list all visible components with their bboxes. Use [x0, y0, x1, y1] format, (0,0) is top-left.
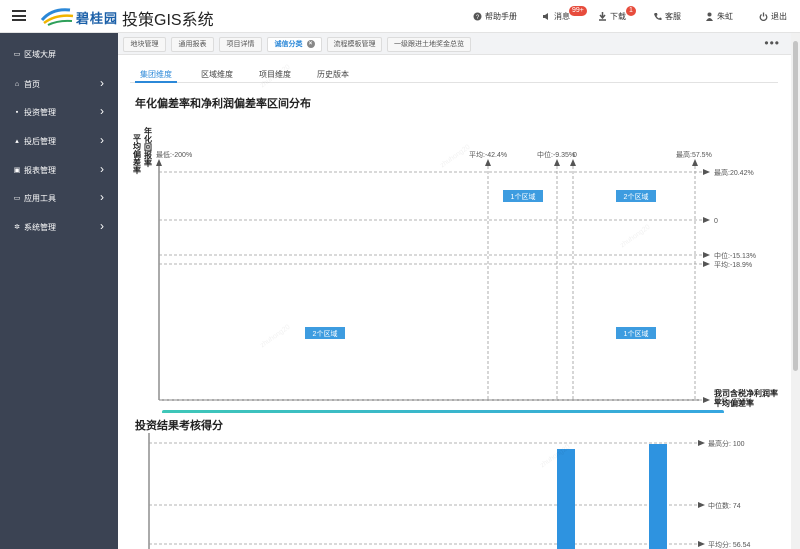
tab-project-detail[interactable]: 项目详情	[219, 37, 262, 52]
score-bar[interactable]	[649, 444, 667, 549]
sidebar-item-home[interactable]: ⌂ 首页 ›	[14, 76, 104, 90]
user-menu[interactable]: 朱虹	[705, 11, 733, 22]
subtab-project[interactable]: 项目维度	[259, 70, 291, 79]
country-garden-logo-icon	[40, 8, 74, 26]
x-zero-label: 0	[573, 152, 577, 159]
region-box[interactable]: 1个区域	[616, 327, 656, 339]
region-box[interactable]: 2个区域	[616, 190, 656, 202]
investment-score-chart: 最高分: 100 中位数: 74 平均分: 56.54	[148, 433, 751, 549]
brand-name: 碧桂园	[76, 11, 119, 26]
help-manual-link[interactable]: ? 帮助手册	[473, 11, 517, 22]
y-axis-label-a: 年化回报率	[144, 126, 153, 168]
home-icon: ⌂	[14, 80, 20, 88]
score-bar[interactable]	[557, 449, 575, 549]
dimension-tabs: 集团维度 区域维度 项目维度 历史版本	[130, 66, 778, 83]
score-max-label: 最高分: 100	[708, 439, 745, 448]
gear-icon: ✲	[14, 224, 20, 231]
chart2-title: 投资结果考核得分	[135, 420, 223, 432]
chevron-right-icon: ›	[100, 219, 104, 233]
document-icon: ▪	[15, 108, 19, 116]
y-min-label: 最低:-77.5%	[714, 396, 752, 405]
score-median-label: 中位数: 74	[708, 501, 741, 510]
svg-text:1个区域: 1个区域	[511, 192, 536, 201]
region-box[interactable]: 1个区域	[503, 190, 543, 202]
active-tab-underline	[135, 81, 177, 83]
svg-text:2个区域: 2个区域	[313, 329, 338, 338]
x-max-label: 最高:57.5%	[676, 150, 712, 159]
subtab-region[interactable]: 区域维度	[201, 70, 233, 79]
page-scrollbar[interactable]	[791, 33, 800, 549]
range-gradient-bar	[162, 410, 724, 413]
user-icon	[706, 12, 713, 21]
region-box[interactable]: 2个区域	[305, 327, 345, 339]
phone-icon	[654, 13, 662, 21]
power-icon	[759, 12, 768, 21]
top-header: 碧桂园 投策GIS系统 ? 帮助手册 消息 99+ 下载 1 客服 朱虹 退出	[0, 0, 800, 33]
tab-land-bonus-overview[interactable]: 一级跟进土地奖金总览	[387, 37, 471, 52]
chevron-right-icon: ›	[100, 104, 104, 118]
sidebar: ▭ 区域大屏 ⌂ 首页 › ▪ 投资管理 › ▴ 投后管理 › ▣ 报表管理 ›…	[0, 33, 118, 549]
sidebar-item-region-screen[interactable]: ▭ 区域大屏	[13, 49, 56, 59]
sidebar-item-tools[interactable]: ▭ 应用工具 ›	[13, 190, 104, 204]
messages-link[interactable]: 消息	[542, 11, 570, 22]
tab-integrity-classification[interactable]: 诚信分类×	[267, 37, 322, 52]
system-title: 投策GIS系统	[122, 12, 214, 29]
tool-monitor-icon: ▭	[13, 195, 21, 202]
scrollbar-thumb[interactable]	[793, 41, 798, 371]
sidebar-item-reports[interactable]: ▣ 报表管理 ›	[13, 162, 104, 176]
customer-service-link[interactable]: 客服	[653, 11, 681, 22]
deviation-distribution-chart: 年化回报率 平均偏差率 最低:-200% 平均:-42.4% 中位:-9.35%…	[133, 126, 756, 413]
downloads-link[interactable]: 下载	[598, 11, 626, 22]
chart1-title: 年化偏差率和净利润偏差率区间分布	[135, 98, 311, 110]
tab-process-template[interactable]: 流程模板管理	[327, 37, 382, 52]
y-axis-label-b: 平均偏差率	[133, 134, 142, 175]
logout-button[interactable]: 退出	[759, 11, 787, 22]
subtab-history[interactable]: 历史版本	[317, 70, 349, 79]
svg-text:?: ?	[476, 15, 480, 21]
speaker-icon	[543, 13, 548, 20]
x-median-label: 中位:-9.35%	[537, 150, 575, 159]
help-icon: ?	[473, 12, 482, 21]
close-icon[interactable]: ×	[306, 40, 315, 49]
chevron-right-icon: ›	[100, 190, 104, 204]
score-avg-label: 平均分: 56.54	[708, 540, 751, 549]
messages-badge: 99+	[569, 6, 587, 16]
svg-text:2个区域: 2个区域	[624, 192, 649, 201]
more-icon[interactable]: •••	[764, 36, 780, 50]
page-tabs: 地块管理 通用报表 项目详情 诚信分类× 流程模板管理 一级跟进土地奖金总览 •…	[118, 33, 800, 55]
chevron-right-icon: ›	[100, 162, 104, 176]
x-axis-label: 我司含税净利润率 平均偏差率	[714, 389, 778, 408]
tab-general-report[interactable]: 通用报表	[171, 37, 214, 52]
x-avg-label: 平均:-42.4%	[469, 150, 507, 159]
y-zero-label: 0	[714, 218, 718, 225]
y-median-label: 中位:-15.13%	[714, 251, 756, 260]
sidebar-item-post-investment[interactable]: ▴ 投后管理 ›	[0, 131, 118, 151]
bar-chart-icon: ▴	[15, 138, 19, 145]
monitor-icon: ▭	[13, 51, 21, 58]
sidebar-item-investment[interactable]: ▪ 投资管理 ›	[0, 102, 118, 122]
x-min-label: 最低:-200%	[156, 150, 192, 159]
report-icon: ▣	[13, 167, 21, 174]
svg-text:1个区域: 1个区域	[624, 329, 649, 338]
subtab-group[interactable]: 集团维度	[140, 70, 172, 79]
sidebar-item-system[interactable]: ✲ 系统管理 ›	[14, 219, 104, 233]
y-max-label: 最高:20.42%	[714, 168, 754, 177]
tab-land-management[interactable]: 地块管理	[123, 37, 166, 52]
menu-toggle-icon[interactable]	[12, 10, 26, 21]
downloads-badge: 1	[626, 6, 636, 16]
y-avg-label: 平均:-18.9%	[714, 260, 752, 269]
main-content: 地块管理 通用报表 项目详情 诚信分类× 流程模板管理 一级跟进土地奖金总览 •…	[118, 33, 800, 549]
download-icon	[599, 12, 606, 21]
chevron-right-icon: ›	[100, 76, 104, 90]
chevron-right-icon: ›	[100, 133, 104, 147]
